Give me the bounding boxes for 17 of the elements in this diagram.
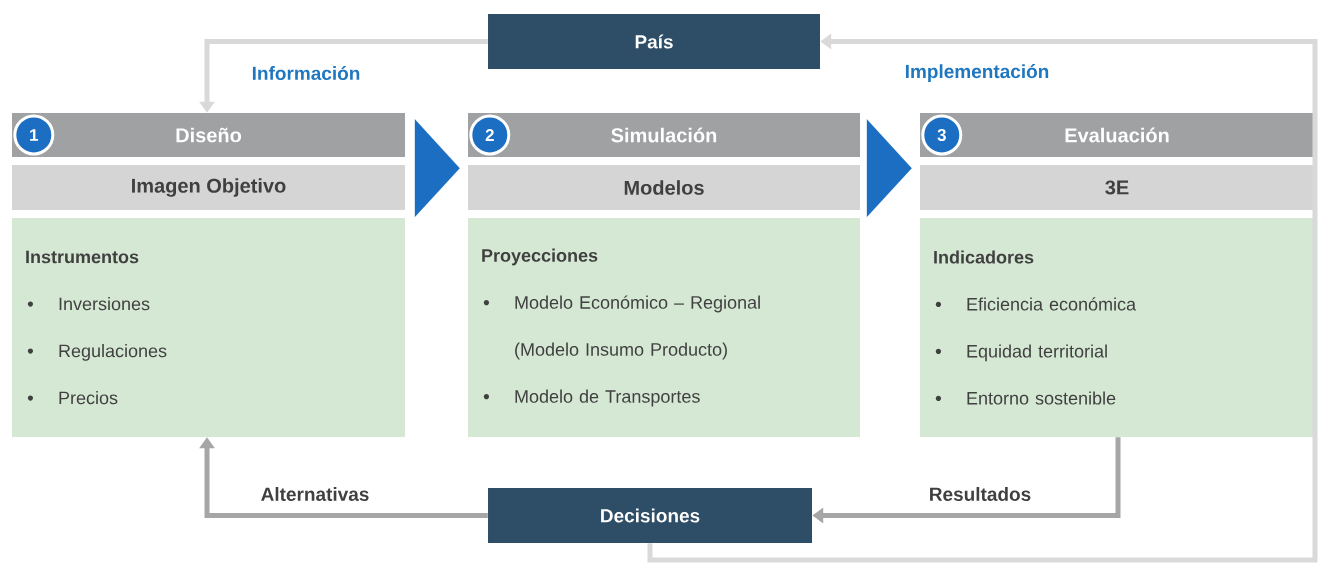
subheader-bar: 3E [920, 165, 1314, 210]
number-badge: 3 [921, 114, 963, 156]
process-box: País [488, 14, 820, 69]
number-badge: 2 [469, 114, 511, 156]
process-box: Decisiones [488, 488, 812, 543]
subheader-bar: Modelos [468, 165, 860, 210]
edge-label: Implementación [902, 62, 1052, 84]
edge-label: Alternativas [258, 485, 372, 503]
edge-label: Resultados [926, 485, 1034, 503]
content-panel: Indicadores Eficiencia económica Equidad territorial Entorno sostenible [920, 218, 1314, 437]
content-panel: Proyecciones Modelo Económico – Regional (Modelo Insumo Producto) Modelo de Transportes [468, 218, 860, 437]
node-label: 3E [1105, 180, 1129, 195]
content-panel: Instrumentos Inversiones Regulaciones Precios [12, 218, 405, 437]
chevron-arrow [414, 119, 460, 218]
subheader-bar: Imagen Objetivo [12, 165, 405, 210]
chevron-arrow [866, 119, 912, 218]
number-badge: 1 [13, 114, 55, 156]
